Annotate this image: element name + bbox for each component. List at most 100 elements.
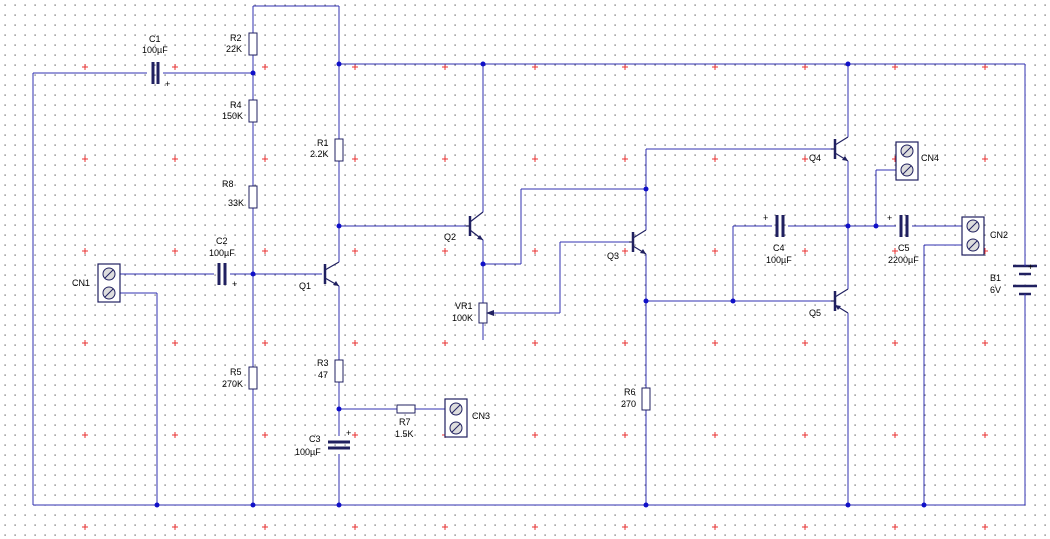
grid-cross <box>82 340 88 346</box>
vr1-wiper-arrow <box>486 310 494 316</box>
grid-cross <box>172 64 178 70</box>
vr1-ref-label: VR1 <box>455 301 473 311</box>
junction-node <box>480 261 486 267</box>
junction-node <box>250 502 256 508</box>
grid-cross <box>532 156 538 162</box>
r2-ref-label: R2 <box>230 33 242 43</box>
junction-nodes <box>154 61 927 508</box>
q2-ref-label: Q2 <box>444 232 456 242</box>
r6-ref-label: R6 <box>624 387 636 397</box>
grid-cross <box>352 64 358 70</box>
resistor-r1 <box>334 138 344 162</box>
q3-ref-label: Q3 <box>607 251 619 261</box>
grid-cross <box>622 340 628 346</box>
grid-cross <box>532 432 538 438</box>
c4-polarity-label: + <box>763 213 768 223</box>
grid-cross <box>172 248 178 254</box>
r8-ref-label: R8 <box>222 179 234 189</box>
junction-node <box>845 223 851 229</box>
q1-ref-label: Q1 <box>299 281 311 291</box>
resistor-r8 <box>248 185 258 209</box>
junction-node <box>336 406 342 412</box>
junction-node <box>921 502 927 508</box>
grid-cross <box>982 156 988 162</box>
grid-cross <box>532 340 538 346</box>
grid-cross <box>982 524 988 530</box>
c2-value-label: 100µF <box>209 248 235 258</box>
grid-cross <box>172 524 178 530</box>
junction-node <box>643 186 649 192</box>
cn1-ref-label: CN1 <box>72 278 90 288</box>
connector-cn4 <box>895 141 919 181</box>
junction-node <box>643 502 649 508</box>
grid-cross <box>262 524 268 530</box>
grid-cross <box>532 64 538 70</box>
grid-cross <box>442 64 448 70</box>
junction-node <box>480 61 486 67</box>
emitter-arrows <box>333 156 848 310</box>
grid-cross <box>172 432 178 438</box>
grid-cross <box>802 248 808 254</box>
resistor-r5 <box>248 366 258 390</box>
grid-cross <box>892 340 898 346</box>
r4-ref-label: R4 <box>230 100 242 110</box>
grid-cross <box>982 432 988 438</box>
grid-cross <box>442 524 448 530</box>
grid-cross <box>352 248 358 254</box>
transistor-q1-emitter-arrow <box>333 281 339 286</box>
q4-ref-label: Q4 <box>809 153 821 163</box>
grid-cross <box>622 524 628 530</box>
grid-cross <box>712 248 718 254</box>
r6-value-label: 270 <box>621 399 636 409</box>
connector-cn1 <box>97 263 121 303</box>
connector-cn2 <box>961 216 985 256</box>
grid-cross <box>892 432 898 438</box>
cn3-ref-label: CN3 <box>472 411 490 421</box>
grid-cross <box>82 156 88 162</box>
grid-cross <box>442 156 448 162</box>
vr1-value-label: 100K <box>452 313 473 323</box>
r2-value-label: 22K <box>226 44 242 54</box>
junction-node <box>250 70 256 76</box>
c3-polarity-label: + <box>346 428 351 438</box>
grid-cross <box>622 156 628 162</box>
b1-ref-label: B1 <box>990 273 1001 283</box>
grid-cross <box>712 156 718 162</box>
transistor-q2 <box>466 211 484 241</box>
r5-value-label: 270K <box>222 379 243 389</box>
c4-ref-label: C4 <box>773 243 785 253</box>
grid-cross <box>622 64 628 70</box>
c4-value-label: 100µF <box>766 255 792 265</box>
grid-cross <box>532 524 538 530</box>
grid-cross <box>352 524 358 530</box>
grid-cross <box>802 340 808 346</box>
r1-value-label: 2.2K <box>310 149 329 159</box>
cn2-ref-label: CN2 <box>990 230 1008 240</box>
junction-node <box>250 271 256 277</box>
grid-cross <box>442 340 448 346</box>
r4-value-label: 150K <box>222 111 243 121</box>
grid-cross <box>712 524 718 530</box>
grid-cross <box>262 248 268 254</box>
grid-cross <box>262 340 268 346</box>
c5-polarity-label: + <box>887 213 892 223</box>
grid-cross <box>172 156 178 162</box>
r7-ref-label: R7 <box>399 417 411 427</box>
transistor-q3-emitter-arrow <box>640 249 646 254</box>
grid-cross <box>82 432 88 438</box>
b1-polarity-label: + <box>1028 262 1033 272</box>
grid-cross <box>262 432 268 438</box>
r3-ref-label: R3 <box>317 358 329 368</box>
grid-cross <box>532 248 538 254</box>
c3-ref-label: C3 <box>309 434 321 444</box>
q5-ref-label: Q5 <box>809 308 821 318</box>
resistor-r7 <box>396 404 416 414</box>
junction-node <box>730 298 736 304</box>
grid-cross <box>892 64 898 70</box>
potentiometer-vr1 <box>478 302 488 324</box>
grid-cross <box>352 156 358 162</box>
c5-value-label: 2200µF <box>888 255 919 265</box>
connector-cn3 <box>444 398 468 438</box>
